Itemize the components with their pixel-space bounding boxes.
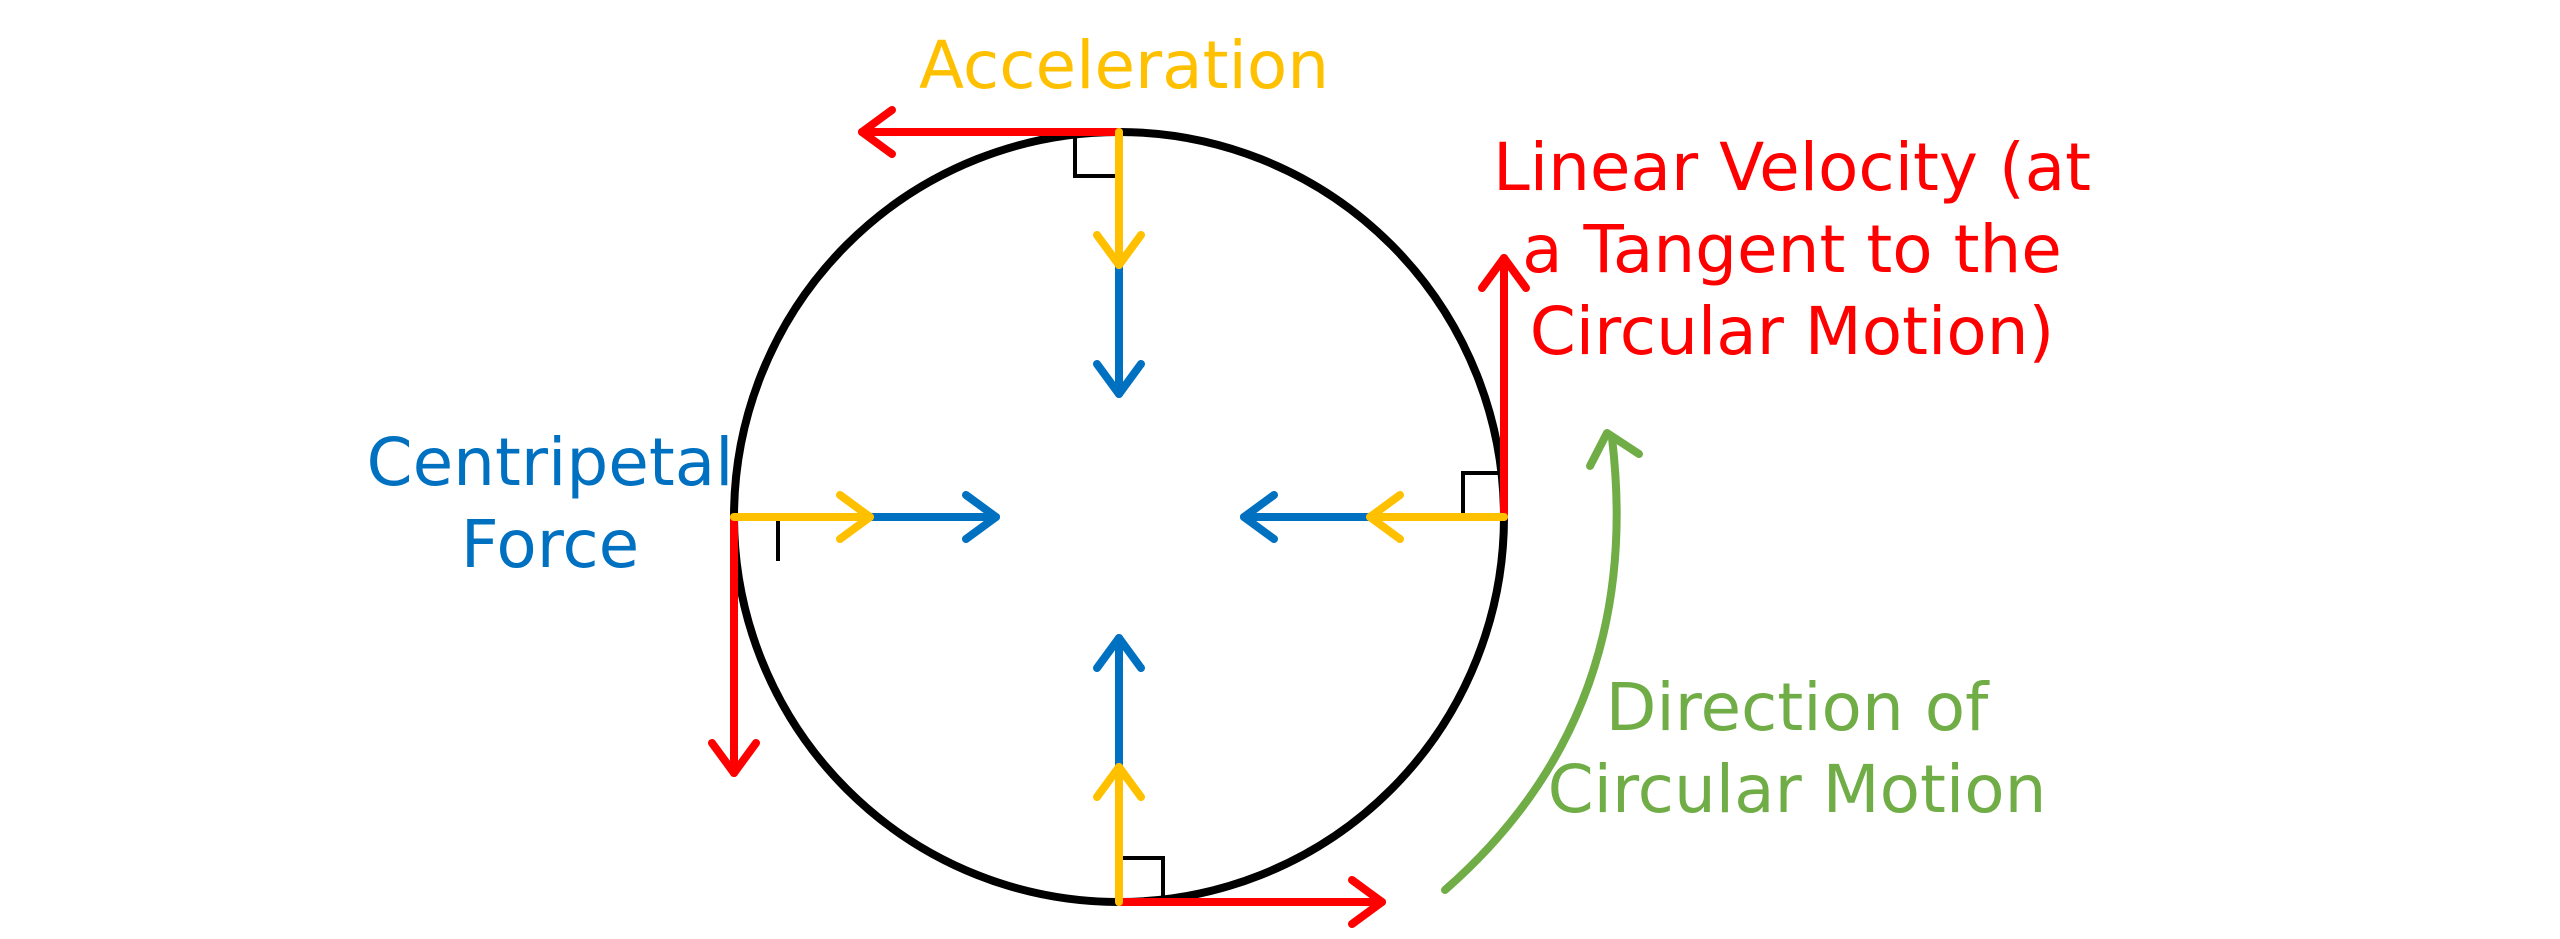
right-angle-marker-right xyxy=(1461,471,1504,517)
force-arrow-right xyxy=(1240,491,1374,543)
centripetal-force-arrows xyxy=(866,261,1374,771)
velocity-arrows xyxy=(708,106,1530,928)
centripetal-force-label-line-1: Centripetal xyxy=(366,424,733,501)
velocity-arrow-left xyxy=(708,513,760,777)
right-angle-marker-bottom xyxy=(1119,856,1165,902)
acceleration-arrow-top xyxy=(1093,128,1145,269)
linear-velocity-label-line-3: Circular Motion) xyxy=(1530,293,2055,370)
right-angle-marker-left xyxy=(734,515,780,561)
velocity-arrow-right xyxy=(1478,254,1530,521)
right-angle-marker-top xyxy=(1073,132,1119,178)
direction-label: Direction of Circular Motion xyxy=(1548,669,2047,828)
acceleration-arrow-bottom xyxy=(1093,763,1145,906)
direction-label-line-1: Direction of xyxy=(1606,669,1991,746)
centripetal-force-label-line-2: Force xyxy=(461,506,640,583)
linear-velocity-label-line-1: Linear Velocity (at xyxy=(1493,129,2091,206)
acceleration-arrow-right xyxy=(1366,491,1508,543)
force-arrow-bottom xyxy=(1093,634,1145,771)
centripetal-force-label: Centripetal Force xyxy=(366,424,733,583)
acceleration-label: Acceleration xyxy=(919,27,1329,104)
direction-arrow xyxy=(1441,429,1643,894)
velocity-arrow-top xyxy=(858,106,1123,158)
force-arrow-left xyxy=(866,491,1000,543)
direction-label-line-2: Circular Motion xyxy=(1548,751,2047,828)
velocity-arrow-bottom xyxy=(1115,876,1386,928)
linear-velocity-label-line-2: a Tangent to the xyxy=(1522,211,2062,288)
linear-velocity-label: Linear Velocity (at a Tangent to the Cir… xyxy=(1493,129,2091,370)
acceleration-arrow-left xyxy=(730,491,874,543)
force-arrow-top xyxy=(1093,261,1145,398)
acceleration-arrows xyxy=(730,128,1508,906)
